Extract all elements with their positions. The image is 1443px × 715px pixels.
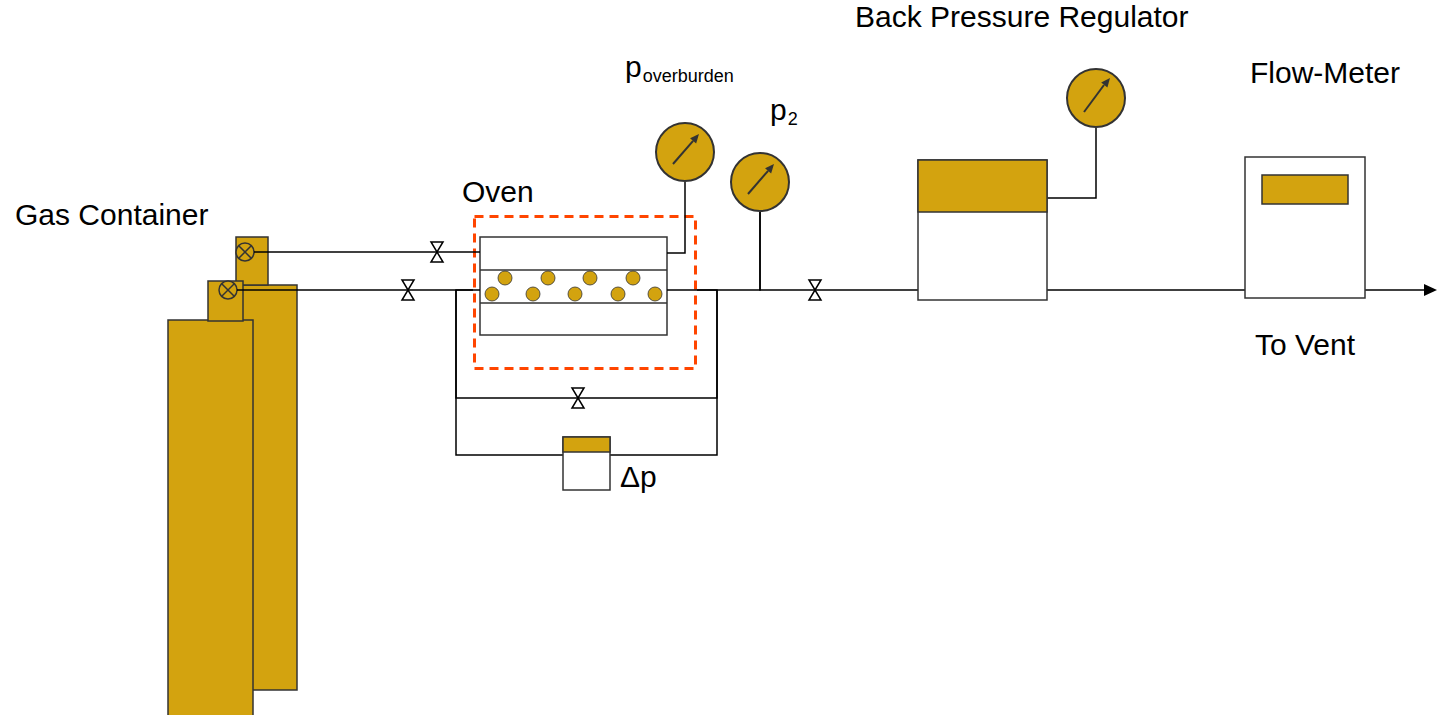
cylinder-valve bbox=[219, 281, 237, 299]
core-grain bbox=[498, 271, 512, 285]
pipe-stub bbox=[254, 251, 305, 253]
core-grain bbox=[611, 287, 625, 301]
node-shape bbox=[160, 225, 305, 715]
node-shape bbox=[1245, 157, 1365, 298]
cylinder-head bbox=[236, 237, 268, 285]
gauge-dial bbox=[731, 153, 789, 211]
pipe-stub bbox=[667, 215, 685, 253]
vent-label: To Vent bbox=[1255, 330, 1355, 360]
dp-sensor-box: Δp bbox=[563, 437, 610, 490]
core-holder-band bbox=[480, 269, 667, 271]
gauge-needle bbox=[673, 141, 693, 164]
vent-line bbox=[1365, 289, 1426, 291]
node-shape bbox=[730, 152, 790, 212]
pipe-connector bbox=[1047, 289, 1245, 291]
dp-sensor-body bbox=[563, 437, 610, 490]
regulator-top bbox=[918, 160, 1047, 212]
gauge-needle-head bbox=[765, 164, 774, 173]
gauge-stem bbox=[1047, 128, 1096, 198]
node-shape bbox=[473, 215, 697, 370]
core-holder bbox=[480, 237, 667, 335]
pipe-connector bbox=[760, 212, 918, 290]
valve-cross bbox=[222, 284, 234, 296]
node-shape bbox=[655, 122, 715, 182]
valve-symbol bbox=[431, 242, 443, 262]
pressure-gauge: p2 bbox=[730, 152, 790, 212]
component-label: Oven bbox=[462, 177, 534, 207]
cylinder-head bbox=[208, 281, 243, 321]
pipe-connector bbox=[697, 212, 760, 290]
pipe-stub bbox=[667, 289, 697, 291]
valve-symbol bbox=[809, 280, 821, 300]
pressure-gauge: poverburden bbox=[655, 122, 715, 182]
component-label: p bbox=[770, 95, 787, 125]
oven-box: Oven bbox=[473, 215, 697, 370]
dp-sensor-top bbox=[563, 437, 610, 452]
valve-symbol bbox=[402, 280, 414, 300]
component-label: p bbox=[625, 52, 642, 82]
gauge-dial bbox=[656, 123, 714, 181]
valve-cross bbox=[222, 284, 234, 296]
regulator-body bbox=[918, 160, 1047, 300]
core-holder-band bbox=[480, 302, 667, 304]
pipe-connector bbox=[305, 289, 473, 291]
core-grain bbox=[648, 287, 662, 301]
oven-outline bbox=[475, 217, 696, 369]
component-label: Δp bbox=[620, 462, 657, 492]
pipe-stub bbox=[237, 289, 305, 291]
flow-meter-body bbox=[1245, 157, 1365, 298]
cylinder-valve bbox=[236, 243, 254, 261]
component-label: Back Pressure Regulator bbox=[855, 2, 1189, 32]
valve-symbol bbox=[572, 388, 584, 408]
flow-meter-display bbox=[1262, 175, 1348, 204]
gauge-needle bbox=[1084, 85, 1104, 112]
core-grain bbox=[541, 271, 555, 285]
label-subscript: 2 bbox=[788, 110, 798, 128]
valve-cross bbox=[239, 246, 251, 258]
component-label: Flow-Meter bbox=[1250, 58, 1400, 88]
pressure-gauge bbox=[1067, 69, 1125, 127]
regulator-box: Back Pressure Regulator bbox=[918, 160, 1047, 300]
label-subscript: overburden bbox=[643, 67, 734, 85]
core-grain bbox=[626, 271, 640, 285]
flow-meter-box: Flow-Meter bbox=[1245, 157, 1365, 298]
pipe-stub bbox=[473, 251, 480, 253]
gauge-needle-head bbox=[1101, 78, 1110, 88]
gauge-needle-head bbox=[690, 134, 699, 143]
core-grain bbox=[568, 287, 582, 301]
pipe-connector bbox=[305, 251, 473, 253]
vent-arrowhead bbox=[1424, 284, 1437, 296]
core-grain bbox=[526, 287, 540, 301]
gas-container: Gas Container bbox=[160, 225, 305, 715]
pipe-connector bbox=[684, 182, 686, 215]
gauge-needle bbox=[748, 171, 768, 194]
component-label: Gas Container bbox=[15, 200, 208, 230]
gas-cylinder bbox=[168, 320, 253, 715]
node-shape bbox=[918, 160, 1047, 300]
valve-cross bbox=[239, 246, 251, 258]
core-grain bbox=[485, 287, 499, 301]
core-grain bbox=[583, 271, 597, 285]
node-shape bbox=[563, 437, 610, 490]
pipe-stub bbox=[473, 289, 480, 291]
